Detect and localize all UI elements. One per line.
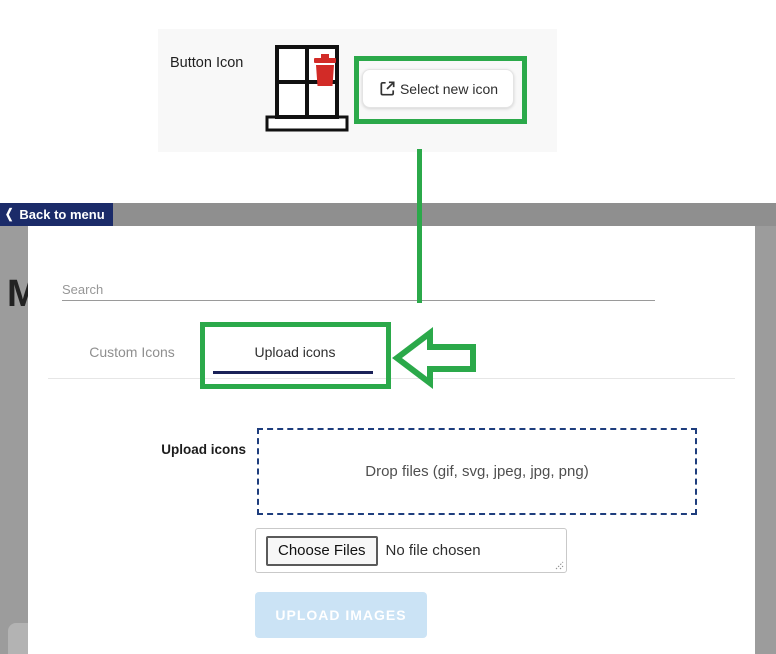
page-top-bar	[113, 203, 776, 226]
window-icon	[265, 45, 349, 132]
upload-icons-field-label: Upload icons	[161, 442, 246, 457]
modal-overlay-left: M	[0, 226, 28, 654]
annotation-box-select-button	[354, 56, 527, 124]
select-new-icon-button[interactable]: Select new icon	[362, 69, 514, 108]
choose-files-button[interactable]: Choose Files	[266, 535, 378, 566]
file-chosen-status: No file chosen	[385, 542, 481, 559]
button-icon-field-label: Button Icon	[170, 55, 244, 71]
file-dropzone[interactable]: Drop files (gif, svg, jpeg, jpg, png)	[257, 428, 697, 515]
external-link-icon	[380, 81, 395, 96]
chevron-left-icon: ❮	[5, 207, 14, 222]
back-to-menu-button[interactable]: ❮ Back to menu	[0, 203, 113, 226]
file-input-container: Choose Files No file chosen	[255, 528, 567, 573]
tabs-divider	[48, 378, 735, 379]
search-input[interactable]	[62, 278, 655, 301]
annotation-connector-line	[417, 149, 422, 303]
dropzone-hint-text: Drop files (gif, svg, jpeg, jpg, png)	[365, 463, 589, 480]
annotation-box-upload-tab	[200, 322, 391, 389]
active-tab-indicator	[213, 371, 373, 374]
background-heading-partial: M	[7, 273, 28, 315]
modal-overlay-right	[755, 226, 776, 654]
icon-picker-dialog: Custom Icons Upload icons Upload icons D…	[28, 226, 755, 654]
back-to-menu-label: Back to menu	[19, 207, 105, 222]
upload-images-button[interactable]: UPLOAD IMAGES	[255, 592, 427, 638]
background-card-corner	[8, 623, 28, 654]
select-new-icon-label: Select new icon	[399, 80, 499, 97]
annotation-arrow-left-icon	[392, 326, 476, 390]
tab-upload-icons[interactable]: Upload icons	[254, 344, 336, 360]
resize-grip-icon[interactable]	[554, 560, 564, 570]
tab-custom-icons[interactable]: Custom Icons	[89, 344, 175, 360]
trash-icon	[314, 54, 336, 86]
